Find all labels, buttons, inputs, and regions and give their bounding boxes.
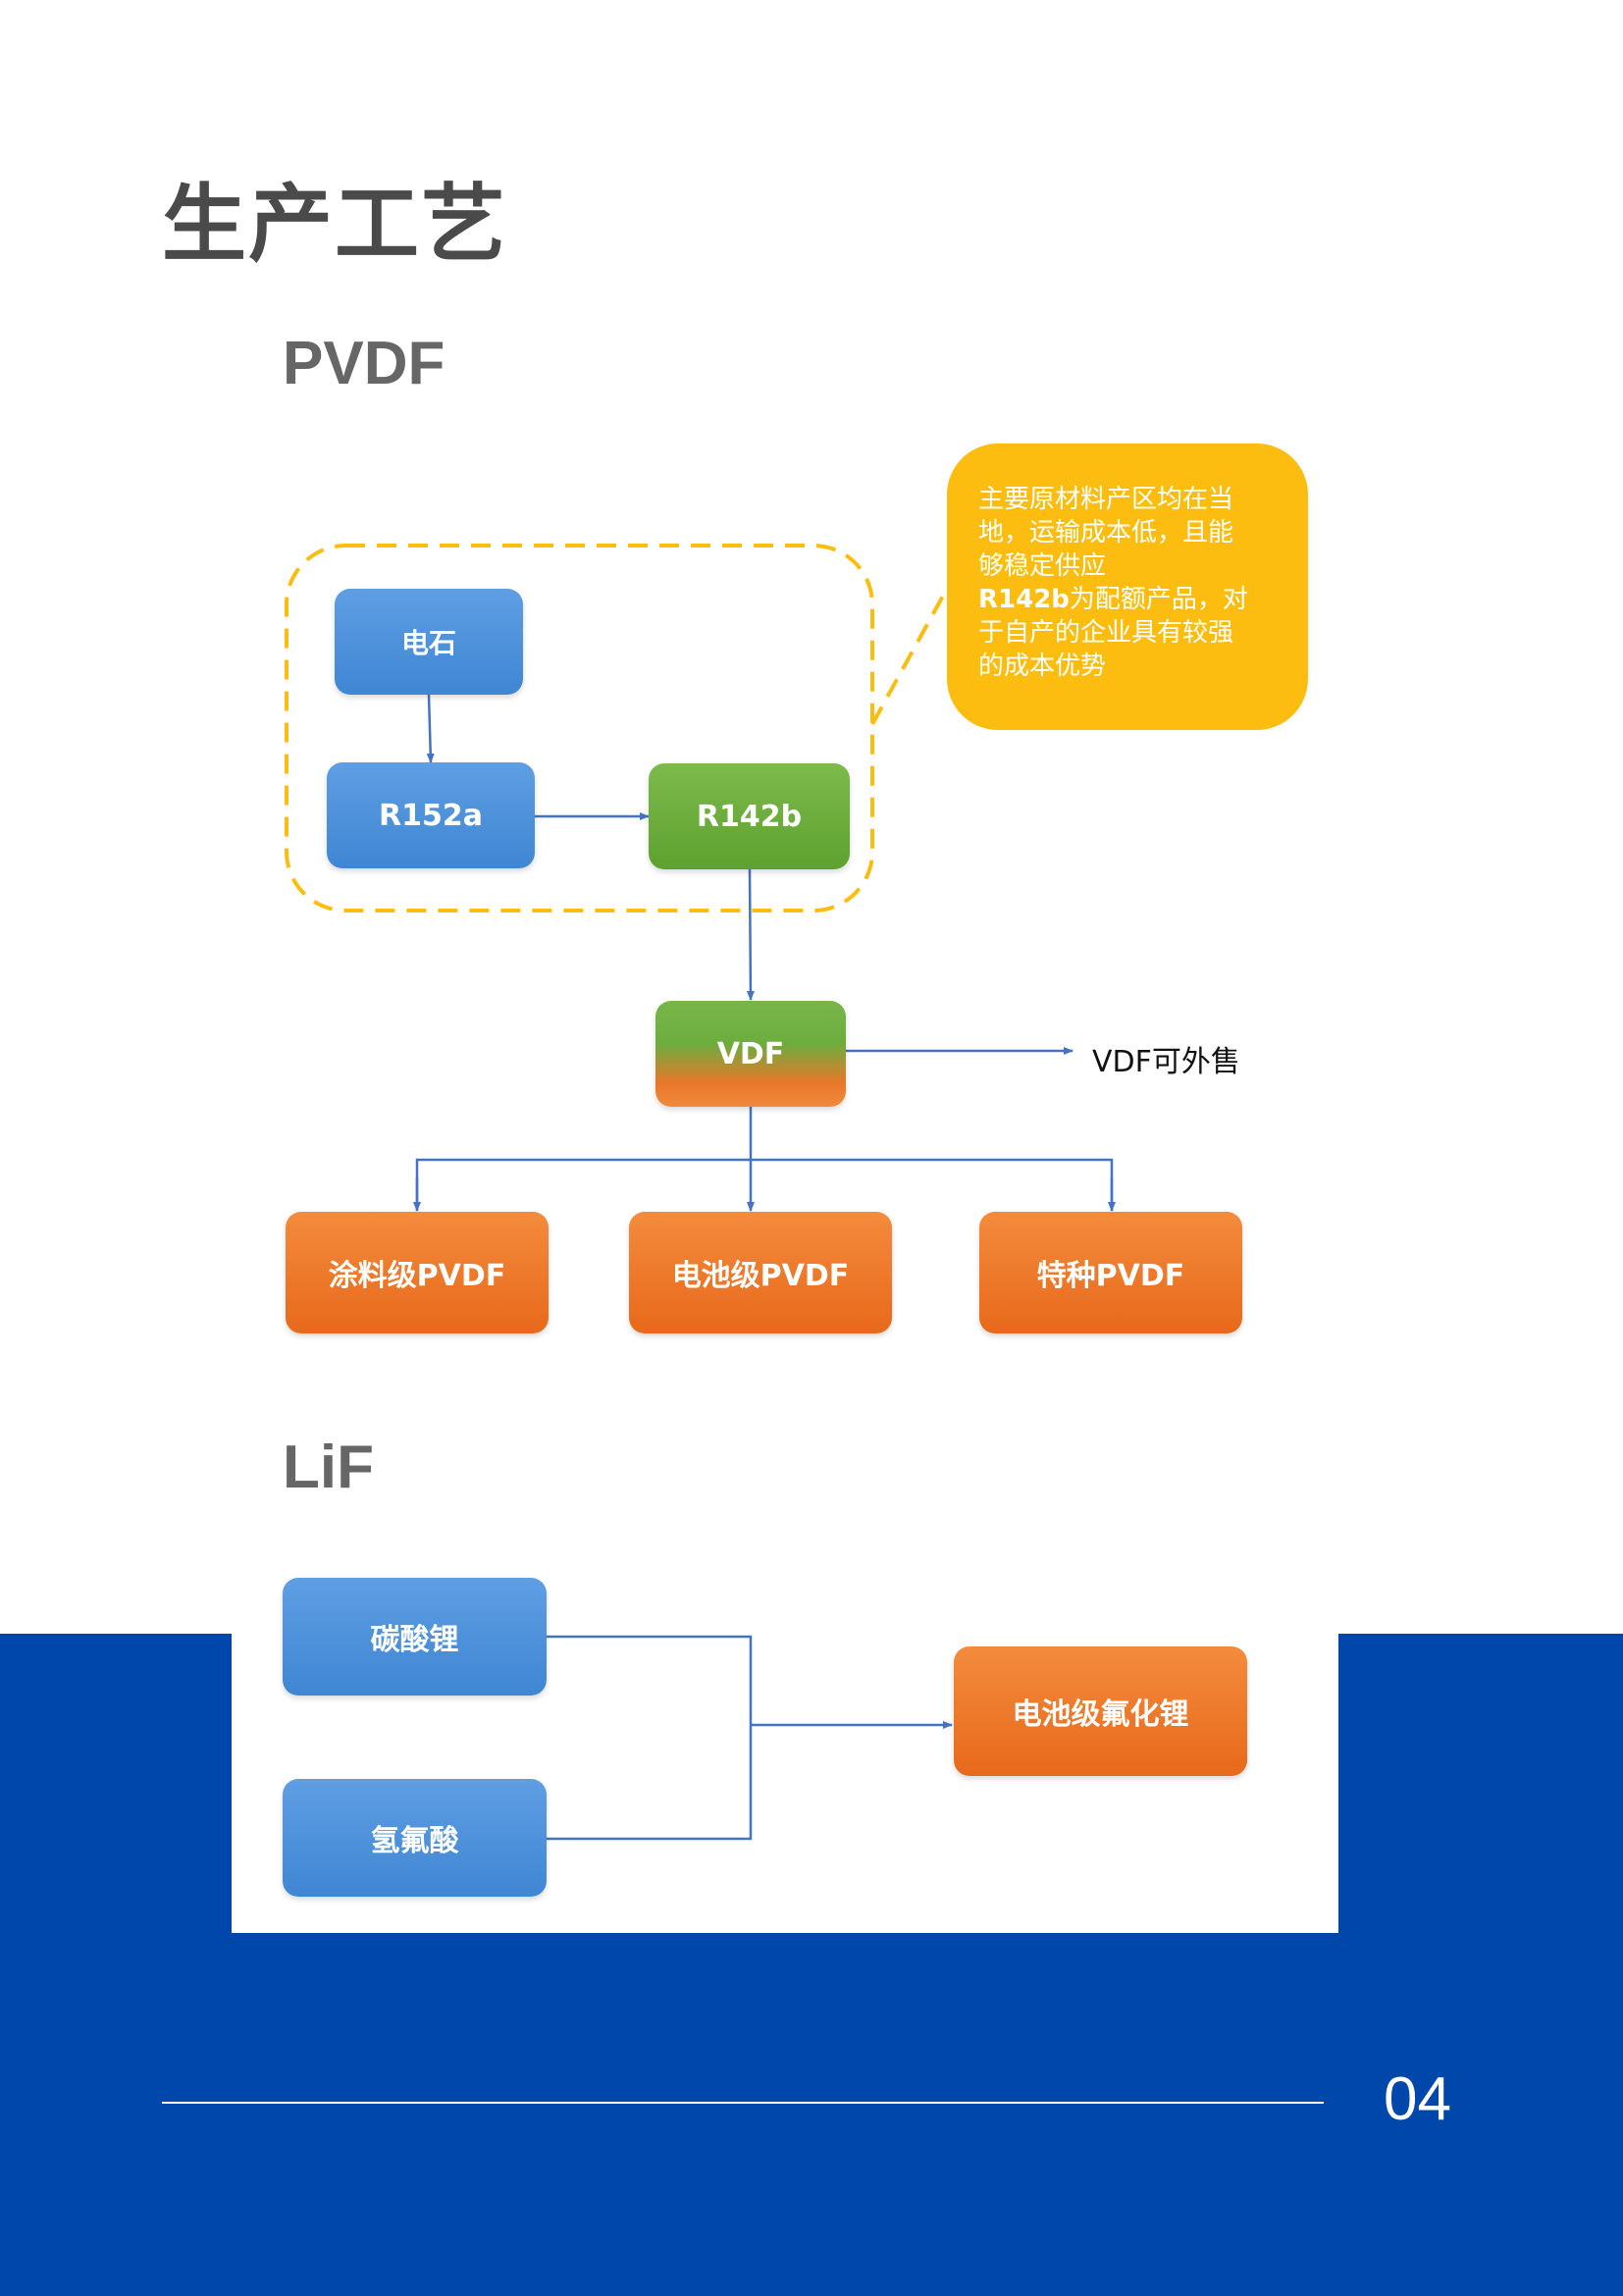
vdf-branch-bar (415, 1158, 1114, 1211)
page-title: 生产工艺 (162, 176, 507, 274)
callout-line-4-rest: 为配额产品，对 (1069, 585, 1248, 614)
node-lithium-carbonate-label: 碳酸锂 (370, 1623, 459, 1657)
node-lithium-carbonate: 碳酸锂 (283, 1578, 547, 1696)
callout-line-6: 的成本优势 (978, 652, 1107, 681)
callout-line-2: 地，运输成本低，且能 (978, 518, 1234, 548)
callout-line-4: R142b为配额产品，对 (978, 583, 1279, 616)
raw-material-group-outline (285, 544, 874, 913)
node-battery-lif-label: 电池级氟化锂 (1012, 1697, 1189, 1732)
node-vdf-label: VDF (716, 1036, 785, 1071)
node-r152a-label: R152a (379, 798, 483, 833)
vdf-external-sale-label: VDF可外售 (1092, 1045, 1240, 1079)
node-r142b: R142b (649, 763, 850, 869)
arrow-carbide-to-r152a (426, 694, 435, 763)
node-calcium-carbide-label: 电石 (400, 627, 456, 659)
node-calcium-carbide: 电石 (335, 589, 523, 695)
callout-line-1: 主要原材料产区均在当 (978, 485, 1234, 514)
node-r152a: R152a (327, 762, 535, 868)
page-number: 04 (1384, 2065, 1451, 2133)
node-r142b-label: R142b (696, 799, 803, 834)
callout-pointer (870, 588, 949, 725)
node-coating-pvdf-label: 涂料级PVDF (328, 1259, 506, 1293)
lif-connector-carbonate (547, 1635, 753, 1841)
node-special-pvdf-label: 特种PVDF (1036, 1259, 1185, 1293)
callout-line-3: 够稳定供应 (978, 551, 1107, 581)
node-battery-pvdf: 电池级PVDF (629, 1212, 892, 1333)
lif-section-title: LiF (283, 1434, 374, 1501)
callout-r142b-bold: R142b (978, 585, 1070, 614)
node-hydrofluoric-acid: 氢氟酸 (283, 1779, 547, 1897)
node-battery-lif: 电池级氟化锂 (954, 1646, 1247, 1776)
node-hydrofluoric-acid-label: 氢氟酸 (370, 1824, 459, 1858)
raw-material-callout: 主要原材料产区均在当 地，运输成本低，且能 够稳定供应 R142b为配额产品，对… (947, 444, 1308, 730)
node-battery-pvdf-label: 电池级PVDF (671, 1259, 850, 1293)
node-coating-pvdf: 涂料级PVDF (286, 1212, 549, 1333)
footer-divider (162, 2102, 1324, 2104)
node-special-pvdf: 特种PVDF (979, 1212, 1242, 1333)
node-vdf: VDF (655, 1001, 846, 1107)
callout-line-5: 于自产的企业具有较强 (978, 618, 1234, 648)
pvdf-section-title: PVDF (283, 330, 445, 397)
arrow-r142b-to-vdf (746, 868, 755, 1001)
